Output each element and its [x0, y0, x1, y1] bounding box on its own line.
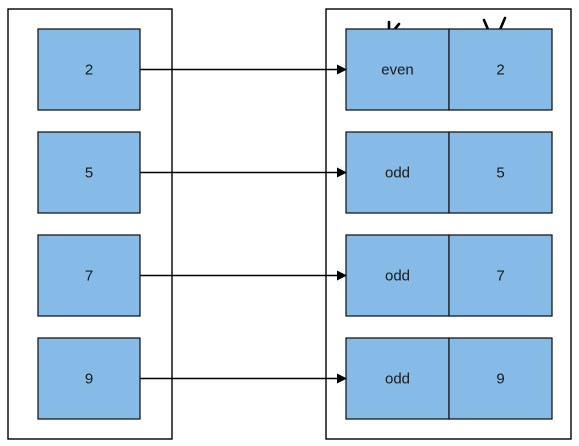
input-value: 2: [85, 62, 93, 79]
value-box: [448, 234, 553, 317]
key-box: [345, 131, 450, 214]
value-value: 2: [496, 62, 504, 79]
input-box: [37, 28, 141, 111]
input-value: 5: [85, 165, 93, 182]
value-value: 5: [496, 165, 504, 182]
key-value: odd: [385, 268, 410, 285]
input-value: 9: [85, 371, 93, 388]
diagram-row: 7 odd 7: [37, 234, 553, 317]
input-box: [37, 337, 141, 420]
key-value: odd: [385, 165, 410, 182]
key-box: [345, 337, 450, 420]
diagram-row: 9 odd 9: [37, 337, 553, 420]
key-box: [345, 234, 450, 317]
output-container: [325, 8, 572, 440]
input-container: [7, 8, 173, 440]
diagram-row: 5 odd 5: [37, 131, 553, 214]
value-box: [448, 28, 553, 111]
input-value: 7: [85, 268, 93, 285]
key-value: odd: [385, 371, 410, 388]
value-value: 9: [496, 371, 504, 388]
value-value: 7: [496, 268, 504, 285]
input-box: [37, 234, 141, 317]
key-value: even: [381, 62, 414, 79]
diagram-row: 2 even 2: [37, 28, 553, 111]
value-box: [448, 131, 553, 214]
rows: 2 even 2 5 odd 5 7 odd 7 9 odd 9: [37, 28, 553, 420]
value-box: [448, 337, 553, 420]
